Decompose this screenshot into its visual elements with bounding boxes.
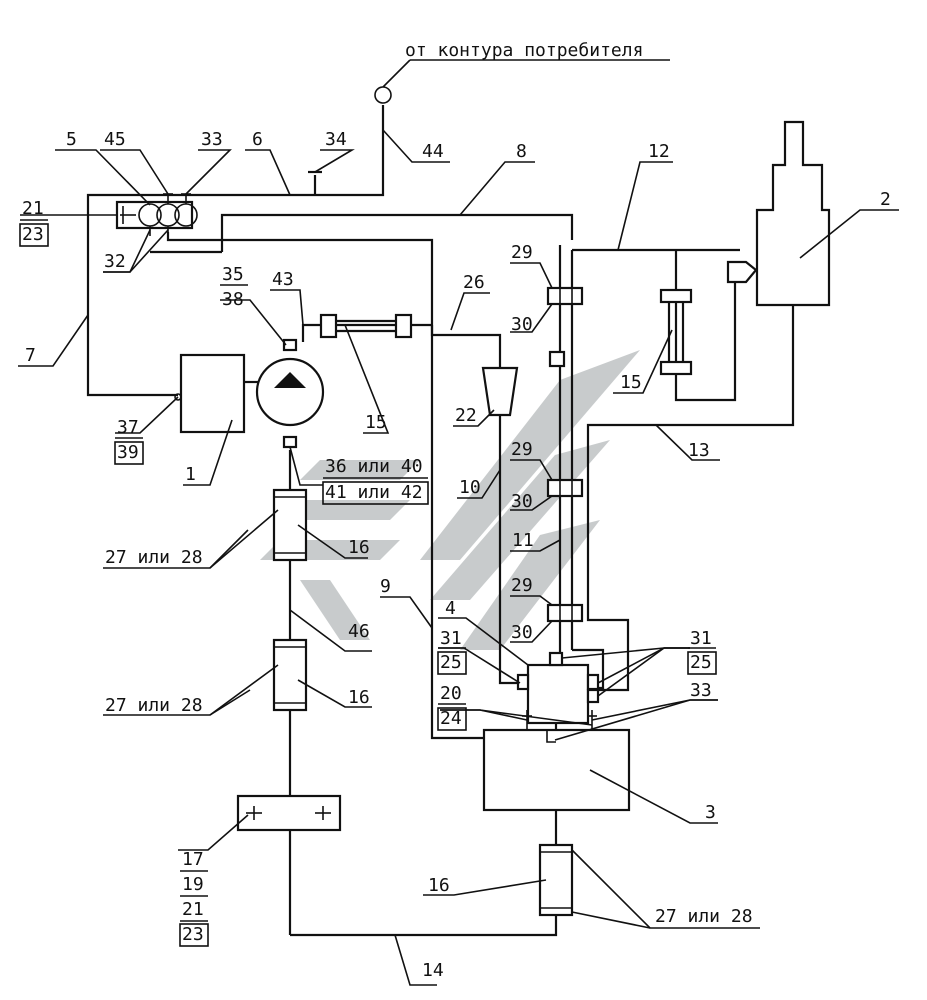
valve-block [115,193,198,236]
label-43: 43 [272,269,294,290]
label-13: 13 [688,440,710,461]
label-23-bottom: 23 [182,924,204,945]
pump [255,338,325,449]
label-46: 46 [348,621,370,642]
hoses-16 [272,488,574,917]
label-32: 32 [104,251,126,272]
label-7: 7 [25,345,36,366]
label-6: 6 [252,129,263,150]
clamps-29-30 [546,286,584,623]
label-8: 8 [516,141,527,162]
filter-15-horizontal [319,313,413,339]
label-36-or-40: 36 или 40 [325,456,423,477]
funnel-22 [481,366,519,417]
label-3: 3 [705,802,716,823]
label-2: 2 [880,189,891,210]
label-41-or-42: 41 или 42 [325,482,423,503]
callout-labels: от контура потребителя 5 45 33 6 34 44 8… [19,40,891,981]
label-16-a: 16 [348,537,370,558]
watermark-logo [260,350,640,650]
consumer-circuit-gauge [374,59,670,104]
pipelines [86,105,795,937]
consumer-circuit-label: от контура потребителя [405,40,643,61]
label-22: 22 [455,405,477,426]
label-5: 5 [66,129,77,150]
label-30-a: 30 [511,314,533,335]
label-11: 11 [512,530,534,551]
label-16-b: 16 [348,687,370,708]
label-33-top: 33 [201,129,223,150]
label-4: 4 [445,598,456,619]
unit-2 [726,120,831,307]
label-31-b: 31 [690,628,712,649]
label-34: 34 [325,129,347,150]
label-45: 45 [104,129,126,150]
label-15-a: 15 [365,412,387,433]
label-27-or-28-a: 27 или 28 [105,547,203,568]
label-23: 23 [22,224,44,245]
label-29-a: 29 [511,242,533,263]
label-37: 37 [117,417,139,438]
label-30-b: 30 [511,491,533,512]
label-26: 26 [463,272,485,293]
label-20: 20 [440,683,462,704]
label-16-c: 16 [428,875,450,896]
unit-17 [236,794,342,832]
label-27-or-28-c: 27 или 28 [655,906,753,927]
label-38: 38 [222,289,244,310]
label-17: 17 [182,849,204,870]
label-33-bottom: 33 [690,680,712,701]
label-14: 14 [422,960,444,981]
label-30-c: 30 [511,622,533,643]
label-39: 39 [117,442,139,463]
label-29-b: 29 [511,439,533,460]
leader-lines [18,129,899,986]
label-27-or-28-b: 27 или 28 [105,695,203,716]
label-19: 19 [182,874,204,895]
label-15-b: 15 [620,372,642,393]
label-21-bottom: 21 [182,899,204,920]
label-12: 12 [648,141,670,162]
unit-1 [174,353,258,434]
label-35: 35 [222,264,244,285]
label-25-b: 25 [690,652,712,673]
label-9: 9 [380,576,391,597]
label-21: 21 [22,198,44,219]
label-24: 24 [440,708,462,729]
label-29-c: 29 [511,575,533,596]
filter-15-vertical [659,288,693,376]
label-44: 44 [422,141,444,162]
label-10: 10 [459,477,481,498]
label-31-a: 31 [440,628,462,649]
label-1: 1 [185,464,196,485]
unit-3 [482,728,631,812]
label-25-a: 25 [440,652,462,673]
